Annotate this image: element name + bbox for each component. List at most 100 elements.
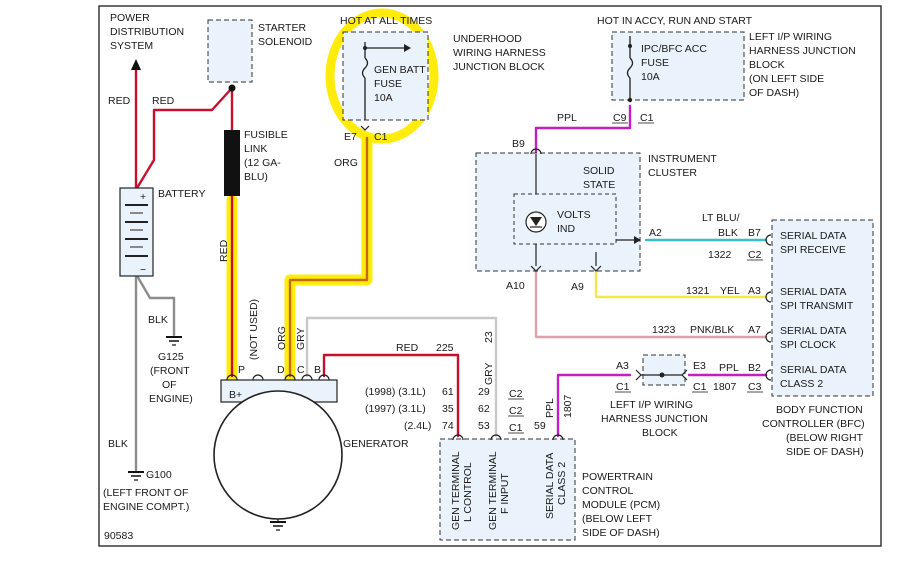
svg-text:FUSE: FUSE — [374, 78, 402, 90]
pin-b: B — [314, 364, 321, 376]
wire-label-blk2: BLK — [108, 438, 128, 450]
ipc-fuse-icon — [626, 36, 634, 103]
g100-label: G100 (LEFT FRONT OF ENGINE COMPT.) — [103, 469, 189, 513]
pin-d: D — [277, 364, 285, 376]
svg-text:LEFT I/P WIRING: LEFT I/P WIRING — [749, 31, 832, 43]
ground-g125-icon — [166, 336, 182, 346]
connector-e7: E7 — [344, 131, 357, 143]
svg-text:BLU): BLU) — [244, 171, 268, 183]
connector-b7: B7 — [748, 227, 761, 239]
connector-c3: C3 — [748, 381, 762, 393]
pcm-label: POWERTRAIN CONTROL MODULE (PCM) (BELOW L… — [582, 471, 660, 539]
instrument-cluster-label: INSTRUMENT CLUSTER — [648, 153, 717, 179]
wire-label-red-top: RED — [152, 95, 175, 107]
year-labels: (1998) (3.1L) (1997) (3.1L) (2.4L) — [365, 386, 431, 432]
svg-text:MODULE (PCM): MODULE (PCM) — [582, 499, 660, 511]
svg-text:FUSIBLE: FUSIBLE — [244, 129, 288, 141]
svg-text:L CONTROL: L CONTROL — [462, 462, 474, 522]
ground-g100-icon — [128, 471, 144, 481]
svg-text:HARNESS JUNCTION: HARNESS JUNCTION — [749, 45, 856, 57]
svg-text:BODY FUNCTION: BODY FUNCTION — [776, 404, 863, 416]
connector-a7: A7 — [748, 324, 761, 336]
svg-text:OF: OF — [162, 379, 177, 391]
svg-text:(1998) (3.1L): (1998) (3.1L) — [365, 386, 426, 398]
battery-icon: + − — [119, 187, 154, 277]
svg-text:SOLENOID: SOLENOID — [258, 36, 313, 48]
wire-ppl-pcm — [556, 373, 632, 438]
svg-text:SERIAL DATA: SERIAL DATA — [780, 230, 846, 242]
wire-label-red225: RED — [396, 342, 419, 354]
svg-text:ENGINE): ENGINE) — [149, 393, 193, 405]
svg-text:−: − — [140, 264, 146, 276]
underhood-fuse-box — [342, 31, 429, 121]
svg-text:C1: C1 — [509, 422, 523, 434]
wire-label-yel: YEL — [720, 285, 740, 297]
not-used-label: (NOT USED) — [248, 299, 260, 360]
pcm-pins-col2: 29 62 53 — [478, 386, 490, 432]
pcm-pins-col1: 61 35 74 — [442, 386, 454, 432]
wire-ppl-b9 — [534, 104, 632, 154]
svg-text:CLUSTER: CLUSTER — [648, 167, 697, 179]
connector-b2: B2 — [748, 362, 761, 374]
svg-text:INSTRUMENT: INSTRUMENT — [648, 153, 717, 165]
pin-c: C — [297, 364, 305, 376]
hot-in-accy-label: HOT IN ACCY, RUN AND START — [597, 15, 753, 27]
connector-a10-icon — [530, 265, 542, 272]
svg-text:POWER: POWER — [110, 12, 150, 24]
svg-text:SIDE OF DASH): SIDE OF DASH) — [582, 527, 660, 539]
splice-icon — [635, 369, 688, 381]
svg-text:(LEFT FRONT OF: (LEFT FRONT OF — [103, 487, 188, 499]
volts-ind-label: VOLTS IND — [557, 209, 591, 235]
g125-label: G125 (FRONT OF ENGINE) — [149, 351, 193, 405]
svg-text:DISTRIBUTION: DISTRIBUTION — [110, 26, 184, 38]
wire-label-1322: 1322 — [708, 249, 732, 261]
svg-text:UNDERHOOD: UNDERHOOD — [453, 33, 522, 45]
svg-text:G100: G100 — [146, 469, 172, 481]
svg-text:(FRONT: (FRONT — [150, 365, 190, 377]
pcm-connectors — [452, 434, 564, 441]
serial-transmit-label: SERIAL DATA SPI TRANSMIT — [780, 286, 854, 312]
bfc-connectors — [765, 234, 772, 381]
power-distribution-label: POWER DISTRIBUTION SYSTEM — [110, 12, 184, 52]
wire-label-pnkblk: PNK/BLK — [690, 324, 734, 336]
connector-e7-icon — [360, 125, 370, 131]
svg-text:(ON LEFT SIDE: (ON LEFT SIDE — [749, 73, 824, 85]
svg-text:CLASS 2: CLASS 2 — [556, 462, 568, 505]
wire-label-org1: ORG — [334, 157, 358, 169]
svg-text:WIRING HARNESS: WIRING HARNESS — [453, 47, 546, 59]
pcm-terminal-labels: GEN TERMINAL L CONTROL GEN TERMINAL F IN… — [450, 451, 568, 530]
svg-text:SYSTEM: SYSTEM — [110, 40, 153, 52]
arrow-up-icon — [131, 59, 141, 70]
svg-text:SPI CLOCK: SPI CLOCK — [780, 339, 836, 351]
svg-text:10A: 10A — [374, 92, 393, 104]
ipc-fuse-label: IPC/BFC ACC FUSE 10A — [641, 43, 707, 83]
connector-c1-fuse: C1 — [374, 131, 388, 143]
generator-body — [213, 390, 343, 520]
svg-text:10A: 10A — [641, 71, 660, 83]
svg-text:SERIAL DATA: SERIAL DATA — [544, 453, 556, 519]
pin-b-plus: B+ — [229, 389, 242, 401]
diagram-frame — [98, 5, 882, 547]
connector-a10: A10 — [506, 280, 525, 292]
svg-text:IND: IND — [557, 223, 576, 235]
svg-text:CLASS 2: CLASS 2 — [780, 378, 823, 390]
svg-text:BLOCK: BLOCK — [749, 59, 785, 71]
connector-c1-ipc: C1 — [640, 112, 654, 124]
connector-a9: A9 — [571, 281, 584, 293]
svg-text:SOLID: SOLID — [583, 165, 615, 177]
wire-label-gry1: GRY — [295, 327, 307, 350]
serial-clock-label: SERIAL DATA SPI CLOCK — [780, 325, 846, 351]
pcm-box — [439, 438, 576, 541]
svg-text:61: 61 — [442, 386, 454, 398]
generator-terminals — [226, 374, 330, 381]
wire-label-225: 225 — [436, 342, 454, 354]
svg-text:SIDE OF DASH): SIDE OF DASH) — [786, 446, 864, 458]
wire-red-starter — [135, 86, 234, 190]
svg-text:C2: C2 — [509, 405, 523, 417]
wire-label-1807a: 1807 — [713, 381, 737, 393]
svg-text:+: + — [140, 191, 146, 203]
svg-text:SPI RECEIVE: SPI RECEIVE — [780, 244, 846, 256]
wire-yel — [594, 268, 768, 299]
svg-text:(12 GA-: (12 GA- — [244, 157, 281, 169]
svg-text:GEN TERMINAL: GEN TERMINAL — [487, 451, 499, 530]
